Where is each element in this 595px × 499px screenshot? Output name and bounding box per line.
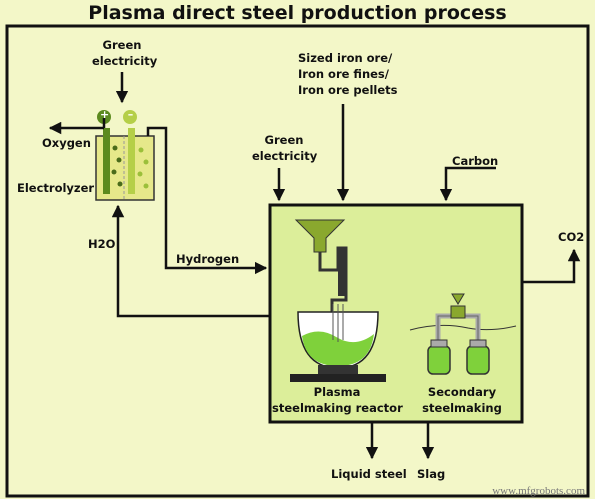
oxygen-arrow bbox=[50, 118, 106, 128]
watermark: www.mfgrobots.com bbox=[492, 485, 585, 497]
reactor-base bbox=[290, 374, 386, 382]
anode bbox=[103, 128, 110, 194]
ladle-right bbox=[466, 345, 490, 375]
green-electricity-label-1: Green electricity bbox=[92, 38, 158, 68]
ladle-left bbox=[427, 345, 451, 375]
page-title: Plasma direct steel production process bbox=[88, 2, 507, 24]
electrolyzer-label: Electrolyzer bbox=[17, 181, 95, 195]
plasma-reactor-drawing bbox=[290, 219, 386, 382]
iron-ore-label: Sized iron ore/ Iron ore fines/ Iron ore… bbox=[298, 51, 398, 97]
outer-frame bbox=[5, 24, 590, 498]
cathode bbox=[128, 128, 135, 194]
secondary-steelmaking-drawing bbox=[409, 293, 517, 375]
liquid-steel-label: Liquid steel bbox=[331, 467, 407, 481]
valve-icon bbox=[450, 305, 466, 319]
minus-terminal-icon bbox=[123, 110, 137, 124]
electrolyzer-unit bbox=[95, 110, 155, 201]
hydrogen-bubbles bbox=[137, 147, 149, 189]
plus-sign: + bbox=[100, 108, 110, 121]
secondary-steelmaking-label: Secondary steelmaking bbox=[422, 385, 502, 415]
carbon-label: Carbon bbox=[452, 154, 499, 168]
minus-sign: – bbox=[127, 108, 134, 121]
carbon-arrow bbox=[439, 166, 496, 202]
co2-arrow bbox=[522, 248, 581, 284]
oxygen-bubbles bbox=[111, 145, 123, 187]
flow-arrows bbox=[50, 72, 581, 460]
hopper-icon bbox=[294, 219, 346, 253]
plus-terminal-icon bbox=[97, 110, 111, 124]
oxygen-label: Oxygen bbox=[42, 136, 91, 150]
co2-label: CO2 bbox=[558, 230, 585, 244]
hydrogen-arrow bbox=[146, 126, 268, 275]
electrode-column bbox=[338, 248, 346, 296]
plasma-reactor-label: Plasma steelmaking reactor bbox=[272, 385, 403, 415]
h2o-label: H2O bbox=[88, 237, 116, 251]
hydrogen-label: Hydrogen bbox=[176, 252, 240, 266]
green-electricity-label-2: Green electricity bbox=[252, 133, 318, 163]
h2o-arrow bbox=[111, 204, 270, 318]
valve-handle-icon bbox=[451, 293, 465, 305]
molten-steel bbox=[302, 331, 374, 366]
slag-label: Slag bbox=[417, 467, 446, 481]
pipeline bbox=[409, 324, 517, 331]
